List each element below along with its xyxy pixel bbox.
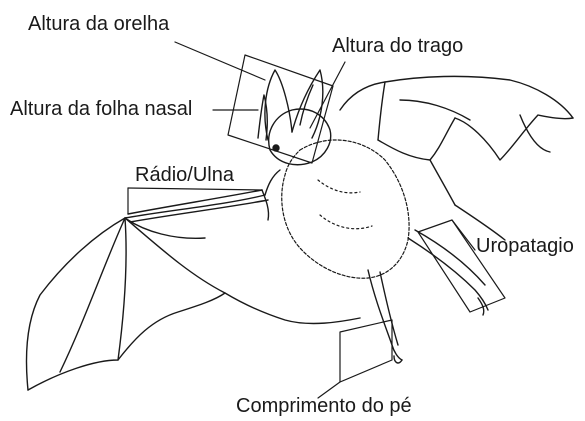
radius-ulna-label: Rádio/Ulna — [135, 165, 234, 185]
foot-length-label: Comprimento do pé — [236, 396, 412, 416]
ear-height-label: Altura da orelha — [28, 14, 169, 34]
noseleaf-height-label: Altura da folha nasal — [10, 99, 192, 119]
uropatagium-label: Uropatagio — [476, 236, 574, 256]
bat-body — [282, 140, 409, 278]
measurement-markers — [128, 42, 505, 398]
tragus-height-label: Altura do trago — [332, 36, 463, 56]
right-wing — [340, 76, 573, 240]
bat-legs — [368, 230, 488, 363]
left-wing — [27, 190, 361, 390]
bat-head — [258, 70, 331, 220]
